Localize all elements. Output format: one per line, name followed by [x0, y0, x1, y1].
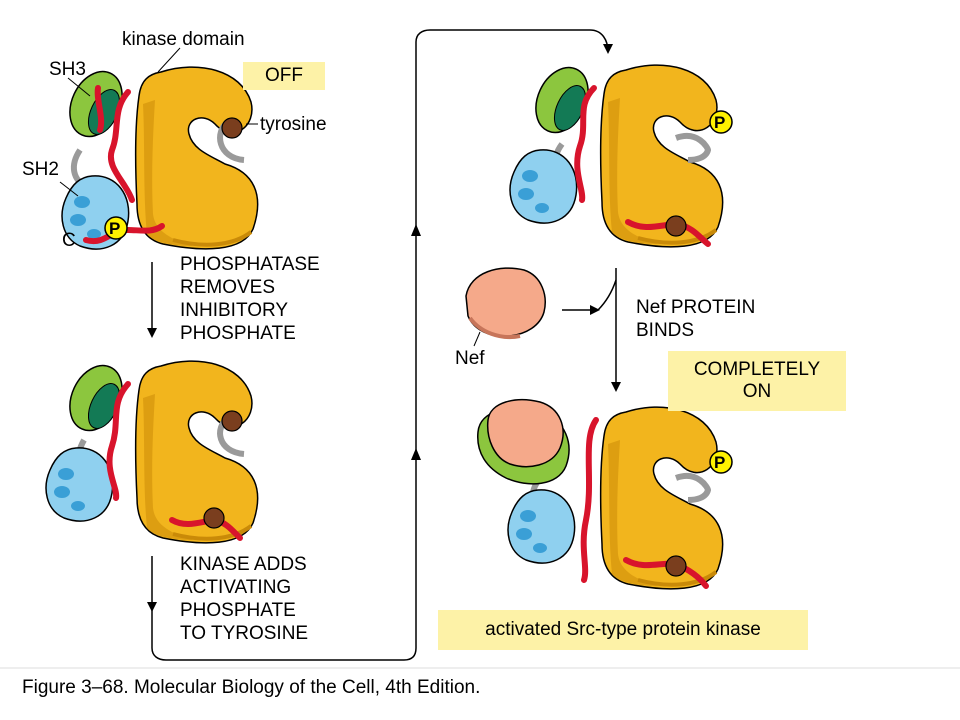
- phosphate-label-1: P: [109, 219, 121, 238]
- state-activated-box: activated Src-type protein kinase: [438, 610, 808, 650]
- label-tyrosine: tyrosine: [260, 114, 327, 135]
- step-nef-binds-line-2: BINDS: [636, 320, 695, 341]
- state-completely-on-box: COMPLETELY ON: [668, 351, 846, 411]
- step-nef-binds: Nef PROTEIN BINDS: [636, 296, 755, 342]
- sh2-domain-autophosphorylated: [509, 149, 578, 224]
- step-phosphatase-line-3: INHIBITORY: [180, 300, 289, 321]
- figure-caption: Figure 3–68. Molecular Biology of the Ce…: [22, 677, 481, 698]
- phosphate-label-2: P: [714, 113, 726, 132]
- completely-on-line-2: ON: [742, 381, 772, 402]
- step-kinase-adds-line-1: KINASE ADDS: [180, 554, 307, 575]
- sh2-domain-dephosphorylated: [45, 447, 114, 522]
- phosphate-activating-1: [709, 110, 733, 134]
- label-c-terminus: C: [62, 230, 76, 251]
- label-sh2: SH2: [22, 159, 59, 180]
- step-phosphatase-line-1: PHOSPHATASE: [180, 254, 320, 275]
- phosphate-inhibitory: [104, 216, 128, 240]
- nef-protein-free: [465, 267, 546, 347]
- phosphate-label-3: P: [714, 453, 726, 472]
- step-kinase-adds-line-4: TO TYROSINE: [180, 623, 309, 644]
- state-off-box: OFF: [243, 62, 325, 90]
- step-phosphatase-line-4: PHOSPHATE: [180, 323, 296, 344]
- nef-protein-bound: [486, 399, 564, 468]
- step-kinase-adds-line-2: ACTIVATING: [180, 577, 292, 598]
- label-sh3: SH3: [49, 59, 86, 80]
- step-nef-binds-line-1: Nef PROTEIN: [636, 297, 756, 318]
- step-phosphatase: PHOSPHATASE REMOVES INHIBITORY PHOSPHATE: [180, 253, 320, 345]
- step-kinase-adds-line-3: PHOSPHATE: [180, 600, 296, 621]
- src-kinase-completely-on: [477, 399, 733, 591]
- step-kinase-adds: KINASE ADDS ACTIVATING PHOSPHATE TO TYRO…: [180, 553, 308, 645]
- src-kinase-dephosphorylated: [45, 356, 260, 545]
- src-kinase-autophosphorylated: [509, 58, 733, 249]
- completely-on-line-1: COMPLETELY: [693, 359, 821, 380]
- step-phosphatase-line-2: REMOVES: [180, 277, 276, 298]
- phosphate-activating-2: [709, 450, 733, 474]
- arrow-to-autophosphorylated: [151, 29, 613, 661]
- label-kinase-domain: kinase domain: [122, 29, 245, 50]
- src-kinase-off: [59, 47, 260, 251]
- label-nef: Nef: [455, 348, 485, 369]
- sh2-domain-completely-on: [507, 489, 576, 564]
